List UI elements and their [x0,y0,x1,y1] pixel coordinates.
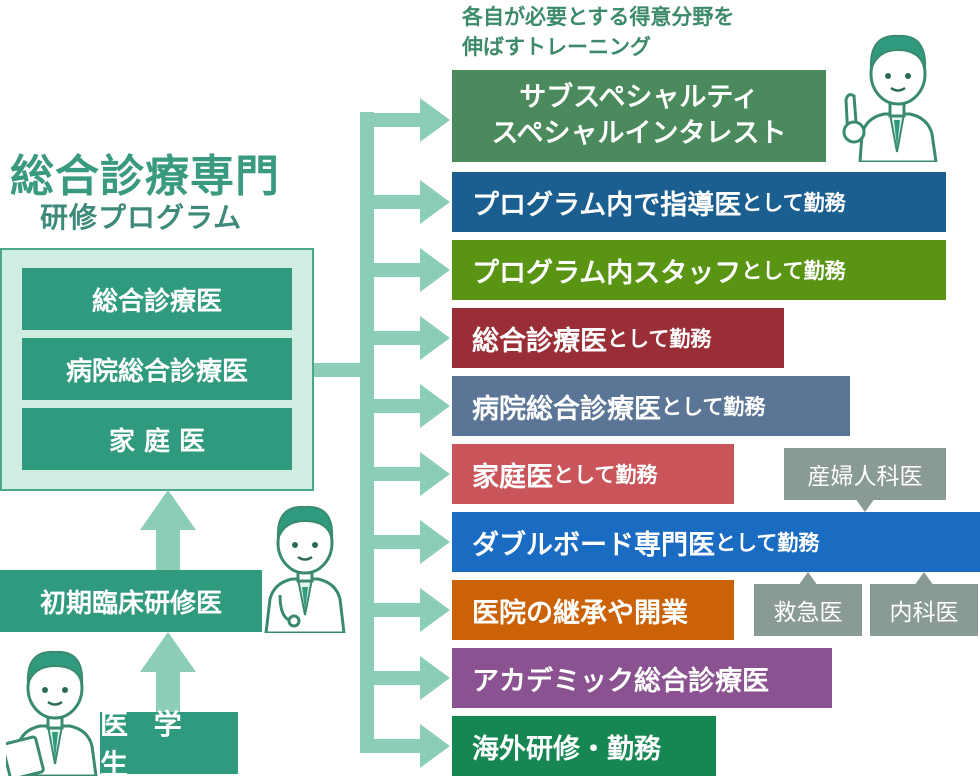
branch-arrow-icon [360,316,450,360]
dest-family-physician: 家庭医として勤務 [452,444,734,504]
dest-clinic-succession: 医院の継承や開業 [452,580,734,640]
dest-subspecialty: サブスペシャルティ スペシャルインタレスト [452,70,826,162]
doctor-illustration-icon [264,505,346,633]
student-illustration-icon [6,650,98,776]
dest-hospitalist: 病院総合診療医として勤務 [452,376,850,436]
branch-arrow-icon [360,180,450,224]
program-title: 総合診療専門 [10,151,280,202]
branch-arrow-icon [360,248,450,292]
medical-student: 医 学 生 [100,708,238,781]
destinations-header: 各自が必要とする得意分野を 伸ばすトレーニング [462,5,735,59]
up-arrow-icon [140,490,196,572]
doctor-pointing-icon [842,34,938,162]
dest-program-instructor: プログラム内で指導医として勤務 [452,172,946,232]
branch-arrow-icon [360,588,450,632]
dest-overseas: 海外研修・勤務 [452,716,716,776]
dest-double-board: ダブルボード専門医として勤務 [452,512,980,572]
connector-horizontal [314,363,364,377]
specialty-family-physician: 家 庭 医 [22,408,292,470]
program-subtitle: 研修プログラム [40,201,243,234]
tag-pointer-icon [798,572,818,586]
tag-pointer-icon [914,572,934,586]
tag-internal-medicine: 内科医 [870,584,978,636]
tag-pointer-icon [855,498,875,512]
branch-arrow-icon [360,520,450,564]
dest-program-staff: プログラム内スタッフとして勤務 [452,240,946,300]
up-arrow-icon [140,632,196,714]
tag-obgyn: 産婦人科医 [784,448,946,500]
dest-general-practitioner: 総合診療医として勤務 [452,308,784,368]
branch-arrow-icon [360,656,450,700]
branch-arrow-icon [360,724,450,768]
branch-arrow-icon [360,452,450,496]
specialty-general-practitioner: 総合診療医 [22,268,292,330]
initial-clinical-resident: 初期臨床研修医 [0,570,262,632]
dest-academic: アカデミック総合診療医 [452,648,832,708]
branch-arrow-icon [360,384,450,428]
tag-emergency: 救急医 [754,584,862,636]
branch-arrow-icon [360,98,450,142]
specialty-hospitalist: 病院総合診療医 [22,338,292,400]
